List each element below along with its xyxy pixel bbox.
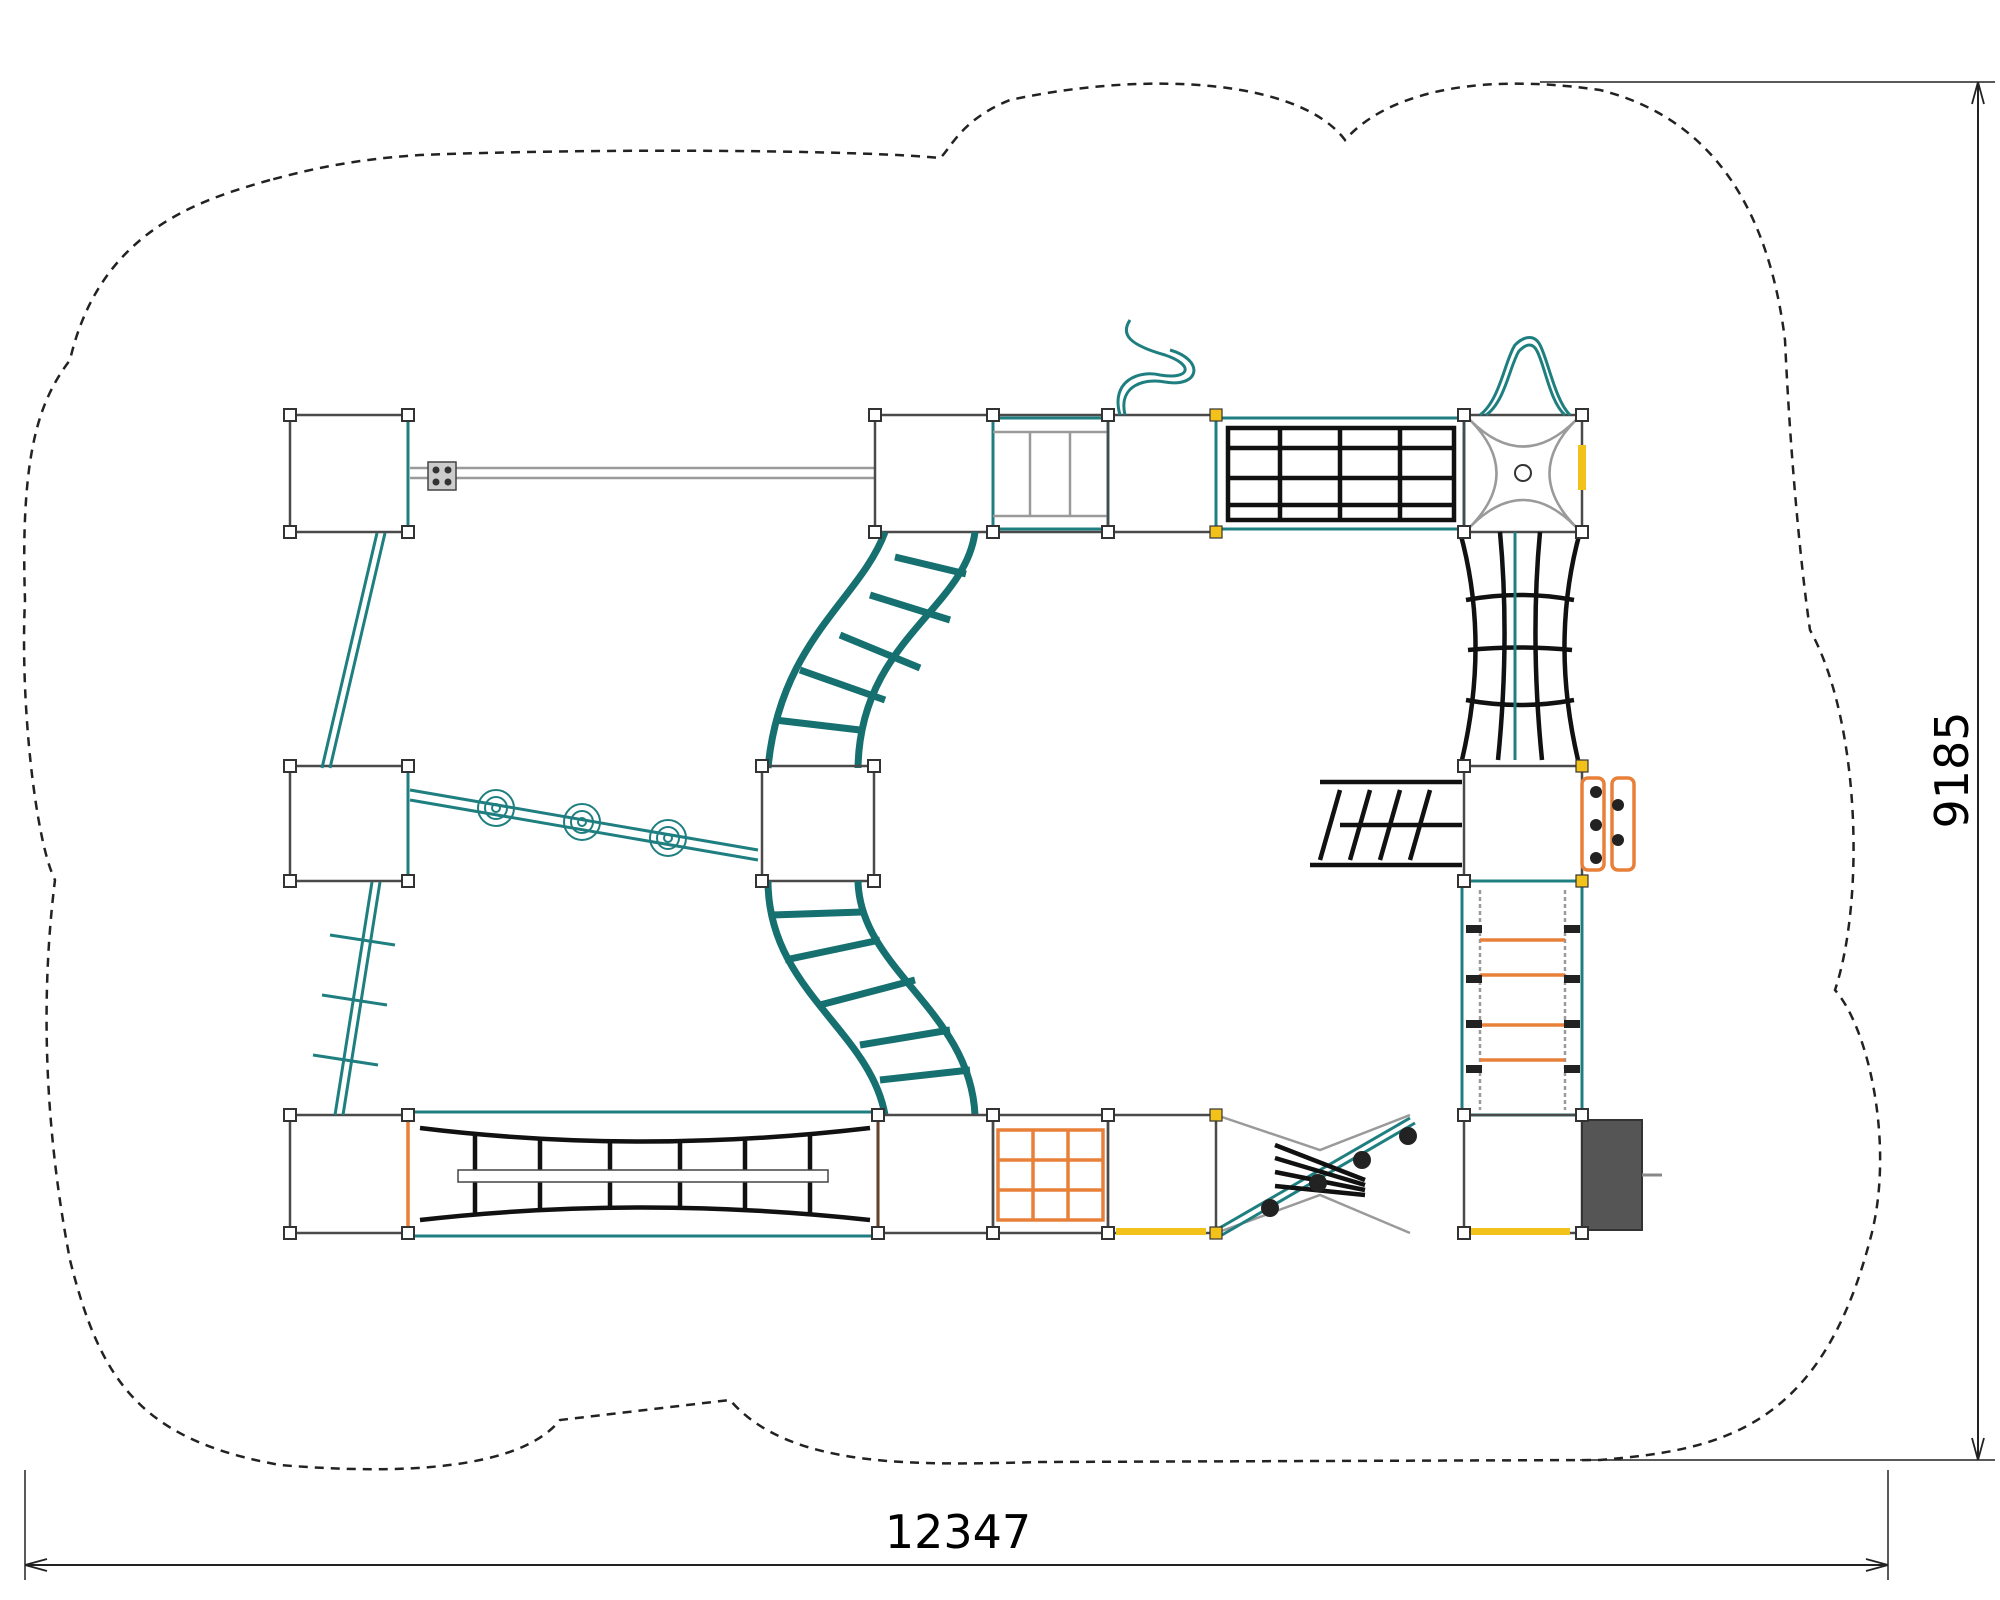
tower-top-right-corner [1462, 336, 1586, 534]
tower-bottom-b [876, 1113, 995, 1235]
stepping-disc [477, 789, 515, 827]
dimension-horizontal: 12347 [24, 1470, 1889, 1580]
net-tunnel-bottom-left [406, 1110, 880, 1238]
posts [283, 408, 1589, 1240]
dimension-arrow-vertical [1971, 81, 1985, 1461]
net-bridge-top [1214, 416, 1466, 531]
tower-center [760, 764, 876, 883]
curved-ladder-upper [764, 530, 979, 769]
crossing-bridge [1215, 1113, 1417, 1237]
stepping-disc [563, 803, 601, 841]
tower-top-a [873, 413, 995, 534]
tower-middle-left [288, 764, 410, 883]
height-dimension-label: 9185 [1925, 711, 1979, 828]
disc-beam [409, 788, 759, 862]
dimension-vertical: 9185 [1540, 81, 1995, 1461]
curved-ladder-lower [764, 880, 979, 1116]
tower-bottom-c [1106, 1113, 1218, 1235]
tower-bottom-left [288, 1113, 410, 1235]
balance-beam-left-upper [320, 532, 387, 769]
stepping-disc [649, 819, 687, 857]
orange-grid-deck [991, 1113, 1110, 1235]
dimension-arrow-horizontal [24, 1558, 1889, 1572]
width-dimension-label: 12347 [885, 1505, 1031, 1559]
net-climb-right-upper [1457, 531, 1583, 761]
tower-top-left [288, 413, 410, 534]
tower-right-middle [1462, 764, 1584, 883]
orange-panel-right [1580, 776, 1636, 872]
slide-exit-right [1581, 1119, 1662, 1231]
tower-bottom-right [1462, 1113, 1584, 1235]
side-net-right [1310, 779, 1462, 868]
ladder-beam-left-lower [312, 881, 396, 1116]
zip-line-top [410, 461, 875, 491]
ladder-right-lower [1460, 879, 1584, 1117]
safety-zone-outline [22, 82, 1882, 1471]
ladder-deck-top [991, 413, 1110, 534]
tower-top-b [1106, 319, 1218, 534]
